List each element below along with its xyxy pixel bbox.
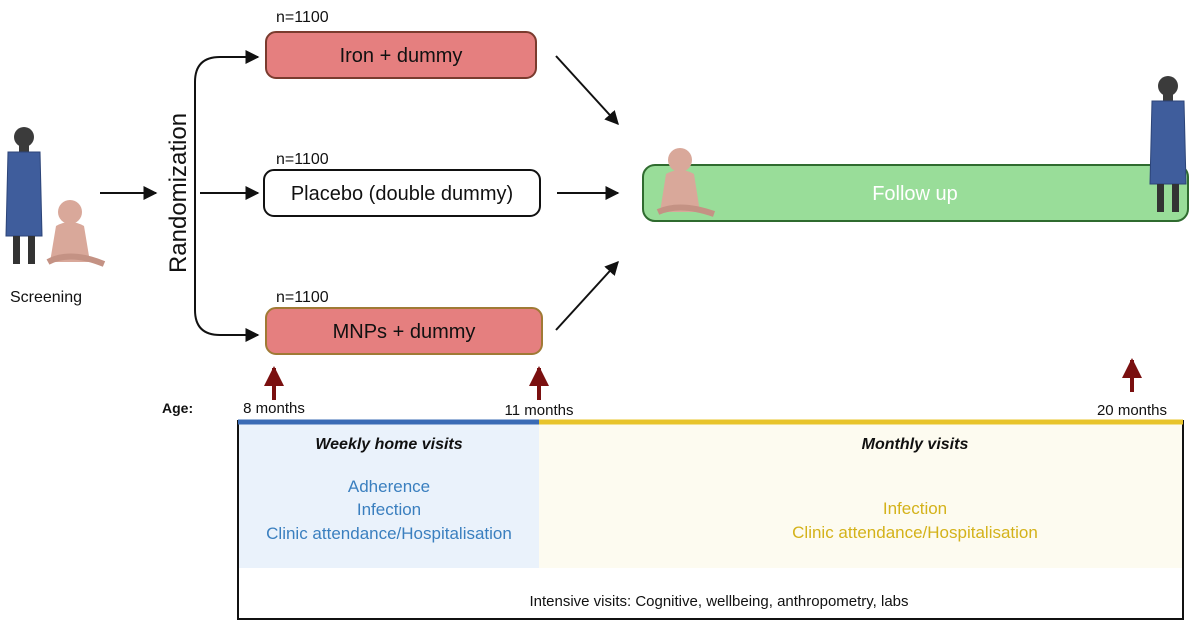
followup-doctor-icon bbox=[1149, 76, 1187, 212]
weekly-item-clinic: Clinic attendance/Hospitalisation bbox=[266, 524, 512, 543]
monthly-item-infection: Infection bbox=[883, 499, 947, 518]
followup-baby-icon bbox=[656, 148, 715, 217]
arm-n-mnps: n=1100 bbox=[276, 289, 329, 306]
baby-icon bbox=[46, 200, 106, 267]
arm-box-placebo bbox=[263, 169, 541, 217]
monthly-phase-bg bbox=[539, 422, 1182, 568]
weekly-phase-bg bbox=[239, 422, 539, 568]
weekly-item-adherence: Adherence bbox=[348, 477, 430, 496]
arm-label-placebo: Placebo (double dummy) bbox=[291, 183, 513, 205]
age-point-11: 11 months bbox=[505, 402, 574, 419]
arm-box-iron bbox=[265, 31, 537, 79]
weekly-title: Weekly home visits bbox=[315, 436, 462, 453]
arm-box-mnps bbox=[265, 307, 543, 355]
intensive-visits-label: Intensive visits: Cognitive, wellbeing, … bbox=[529, 593, 908, 610]
branch-bracket bbox=[194, 50, 260, 200]
monthly-title: Monthly visits bbox=[862, 436, 969, 453]
followup-label: Follow up bbox=[872, 183, 958, 205]
weekly-item-infection: Infection bbox=[357, 500, 421, 519]
arm-n-iron: n=1100 bbox=[276, 9, 329, 26]
age-label: Age: bbox=[162, 400, 193, 416]
age-point-20: 20 months bbox=[1097, 402, 1167, 419]
branch-bracket-lower bbox=[194, 200, 260, 342]
arm-label-mnps: MNPs + dummy bbox=[333, 321, 476, 343]
screening-label: Screening bbox=[10, 289, 82, 306]
arm-n-placebo: n=1100 bbox=[276, 151, 329, 168]
arm1-to-followup-arrow bbox=[555, 55, 619, 126]
age-point-8: 8 months bbox=[243, 400, 305, 417]
monthly-item-clinic: Clinic attendance/Hospitalisation bbox=[792, 523, 1038, 542]
randomization-label: Randomization bbox=[165, 113, 192, 273]
doctor-icon bbox=[5, 127, 43, 264]
followup-box bbox=[642, 164, 1189, 222]
arm3-to-followup-arrow bbox=[555, 260, 619, 331]
arm-label-iron: Iron + dummy bbox=[340, 45, 463, 67]
